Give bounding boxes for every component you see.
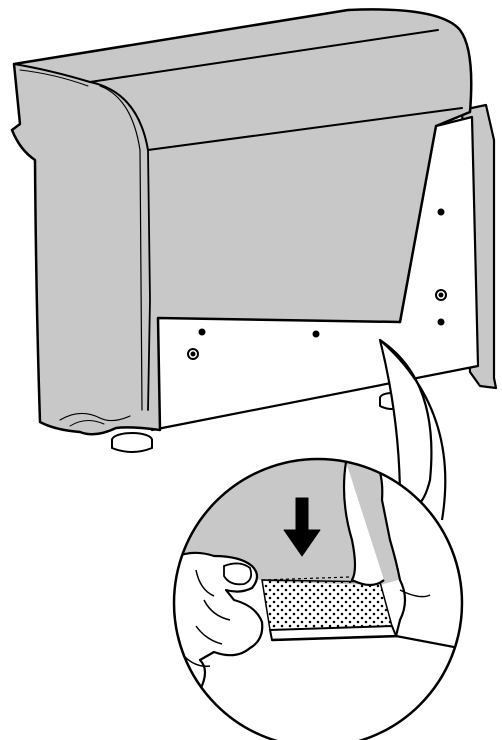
screw-5-dot	[439, 293, 443, 297]
screw-4	[438, 209, 444, 215]
screw-3-dot	[191, 352, 195, 356]
left-thumbnail	[224, 563, 251, 584]
foot-left-base	[112, 440, 152, 452]
screw-1	[199, 329, 205, 335]
screw-6	[438, 319, 444, 325]
screw-2	[313, 331, 319, 337]
covered-device	[12, 9, 496, 452]
detail-dotted-strip	[262, 580, 392, 630]
